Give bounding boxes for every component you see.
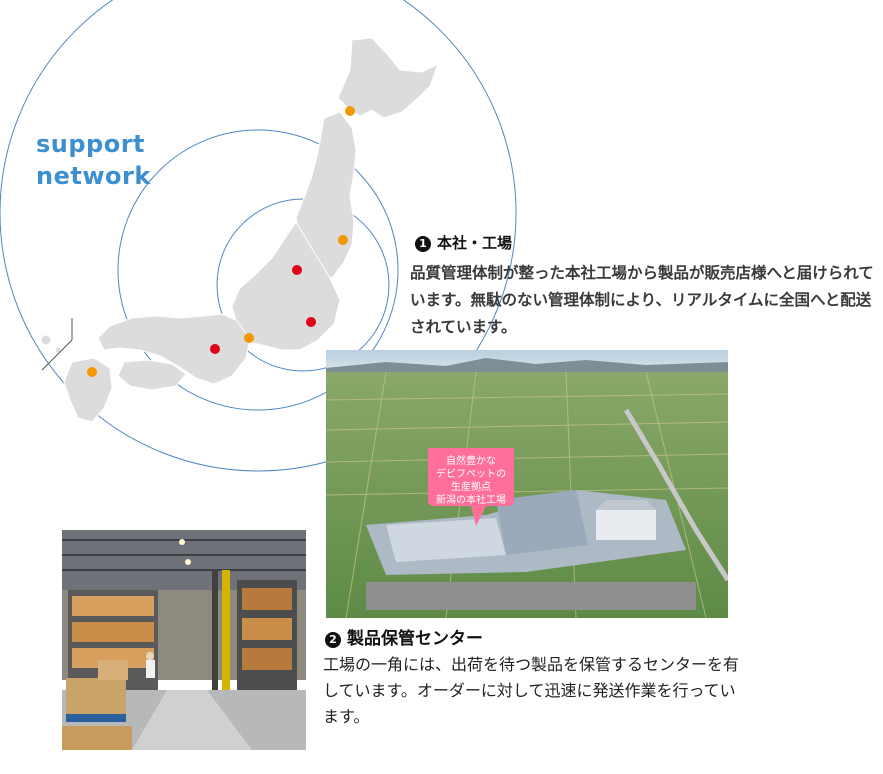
shikoku-island (117, 359, 187, 391)
section-2-number-badge: 2 (325, 632, 341, 648)
kinki-chugoku-region (97, 313, 251, 385)
factory-aerial-photo: 自然豊かな デビフペットの 生産拠点 新潟の本社工場 (326, 350, 728, 618)
worker-body (146, 660, 155, 678)
section-2-heading: 2 製品保管センター (325, 624, 483, 649)
pallet-boxes (62, 660, 132, 750)
yellow-pillar (222, 570, 230, 750)
outer-coverage-ring (0, 0, 517, 472)
factory-buildings (366, 490, 686, 575)
factory-photo-illustration: 自然豊かな デビフペットの 生産拠点 新潟の本社工場 (326, 350, 728, 618)
callout-line-3: 生産拠点 (451, 480, 491, 493)
partner-marker-hokkaido (345, 106, 355, 116)
partner-marker-kyushu (87, 367, 97, 377)
callout-line-2: デビフペットの (436, 467, 506, 480)
brand-line-2: network (36, 162, 151, 190)
hq-marker-kanto (306, 317, 316, 327)
section-2-description: 工場の一角には、出荷を待つ製品を保管するセンターを有しています。オーダーに対して… (323, 655, 740, 726)
section-1-title: 本社・工場 (437, 234, 513, 252)
japan-landmass (40, 37, 439, 423)
shelving-right (237, 580, 297, 710)
floor-aisle (132, 690, 252, 750)
section-1-number-badge: 1 (415, 236, 431, 252)
island-small (40, 334, 52, 346)
island-small (54, 346, 62, 354)
parking-lot (366, 582, 696, 610)
support-network-brand: support network (36, 128, 151, 192)
partner-marker-chubu (244, 333, 254, 343)
warehouse-interior-photo (62, 530, 306, 750)
ceiling-light (185, 559, 191, 565)
steel-pillar (212, 570, 218, 750)
middle-coverage-ring (117, 129, 399, 411)
hokkaido-island (337, 37, 439, 119)
section-1-description: 品質管理体制が整った本社工場から製品が販売店様へと届けられています。無駄のない管… (410, 264, 874, 336)
okinawa-inset-divider (41, 339, 73, 371)
hq-marker-niigata (292, 265, 302, 275)
worker-head (146, 652, 154, 660)
hq-marker-kinki (210, 344, 220, 354)
ceiling-light (179, 539, 185, 545)
section-1-heading: 1 本社・工場 (415, 232, 512, 253)
callout-bubble (428, 448, 514, 526)
callout-line-1: 自然豊かな (446, 454, 496, 467)
inner-coverage-ring (216, 198, 390, 372)
rice-fields (326, 372, 728, 618)
kyushu-island (63, 357, 113, 423)
partner-marker-tohoku (338, 235, 348, 245)
section-2-title: 製品保管センター (347, 629, 483, 649)
highway-road (623, 408, 728, 582)
warehouse-photo-illustration (62, 530, 306, 750)
callout-line-4: 新潟の本社工場 (436, 493, 506, 506)
brand-line-1: support (36, 130, 146, 158)
distant-mountains (326, 358, 728, 374)
shelving-left (68, 590, 158, 690)
